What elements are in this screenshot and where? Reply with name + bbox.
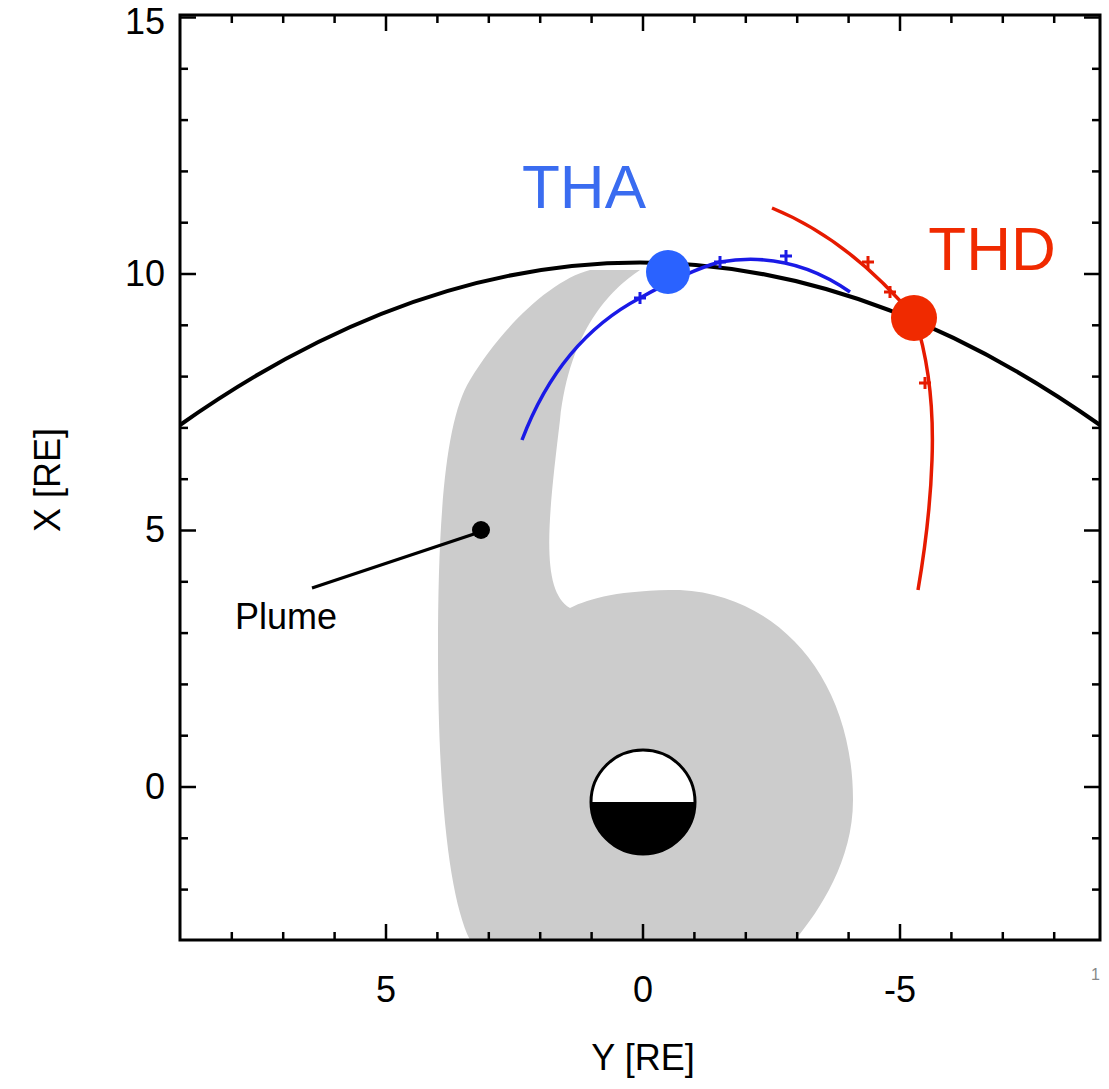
tick <box>231 932 234 940</box>
tha-spacecraft <box>646 250 690 294</box>
tick-label: 15 <box>125 4 165 40</box>
tha-ticks <box>634 250 792 304</box>
tick <box>693 15 696 23</box>
tick <box>1092 221 1100 224</box>
tick <box>488 15 491 23</box>
tick <box>1092 478 1100 481</box>
plume-label: Plume <box>235 599 337 635</box>
tick <box>745 932 748 940</box>
thd-spacecraft <box>891 295 937 341</box>
tick <box>282 15 285 23</box>
tick <box>333 15 336 23</box>
tick <box>1092 837 1100 840</box>
tick <box>642 15 645 31</box>
tick <box>1092 683 1100 686</box>
tick <box>1092 68 1100 71</box>
spacecraft-label: THA <box>522 156 646 218</box>
tick-label: 0 <box>145 769 165 805</box>
tick <box>231 15 234 23</box>
tick <box>385 15 388 31</box>
tick <box>590 932 593 940</box>
tick <box>436 15 439 23</box>
tick <box>180 786 196 789</box>
tick <box>180 16 196 19</box>
plot-frame <box>180 15 1100 940</box>
tick <box>539 932 542 940</box>
tick <box>1053 932 1056 940</box>
earth-symbol <box>591 750 695 854</box>
tick <box>180 581 188 584</box>
tick <box>488 932 491 940</box>
tick <box>847 932 850 940</box>
axis-title: X [RE] <box>30 428 66 532</box>
tick <box>180 375 188 378</box>
tick <box>180 529 196 532</box>
axis-title: Y [RE] <box>591 1040 694 1076</box>
tick-label: 0 <box>633 972 653 1008</box>
tick <box>1092 734 1100 737</box>
tick <box>180 68 188 71</box>
tick <box>1084 273 1100 276</box>
tick <box>1084 16 1100 19</box>
tick <box>180 683 188 686</box>
tick <box>1084 786 1100 789</box>
tick <box>180 324 188 327</box>
tick <box>385 924 388 940</box>
tick <box>436 932 439 940</box>
plasmasphere-plume <box>438 270 853 940</box>
tick <box>745 15 748 23</box>
plume-dot <box>472 521 490 539</box>
tick-label: 5 <box>376 972 396 1008</box>
tick <box>1092 119 1100 122</box>
tick <box>796 15 799 23</box>
tick <box>590 15 593 23</box>
tick <box>180 837 188 840</box>
magnetopause <box>180 263 1100 426</box>
tick <box>1092 427 1100 430</box>
tick <box>642 924 645 940</box>
axis-ticks <box>180 15 1100 940</box>
tick <box>1084 529 1100 532</box>
leader-line <box>312 534 474 588</box>
tick <box>693 932 696 940</box>
tick <box>950 15 953 23</box>
tick <box>1092 632 1100 635</box>
tick-label: 10 <box>125 256 165 292</box>
tick <box>1092 324 1100 327</box>
tick <box>180 273 196 276</box>
tick <box>1053 15 1056 23</box>
tick <box>180 221 188 224</box>
tick <box>1092 170 1100 173</box>
tick <box>180 170 188 173</box>
tick <box>1002 15 1005 23</box>
tick <box>180 478 188 481</box>
tick <box>950 932 953 940</box>
tick <box>847 15 850 23</box>
tick <box>333 932 336 940</box>
tick-label: 5 <box>145 512 165 548</box>
spacecraft-label: THD <box>928 218 1055 280</box>
tick-label: -5 <box>884 972 916 1008</box>
tick <box>1092 888 1100 891</box>
tick <box>180 632 188 635</box>
tick <box>1092 375 1100 378</box>
tick <box>1092 581 1100 584</box>
tick <box>899 924 902 940</box>
tick <box>180 888 188 891</box>
tick <box>1002 932 1005 940</box>
tick <box>180 734 188 737</box>
tick <box>899 15 902 31</box>
tha-orbit <box>522 259 850 440</box>
tick <box>796 932 799 940</box>
tick <box>539 15 542 23</box>
tick <box>180 427 188 430</box>
tick <box>282 932 285 940</box>
page-number: 1 <box>1091 967 1100 983</box>
tick <box>180 119 188 122</box>
thd-orbit <box>772 208 932 590</box>
